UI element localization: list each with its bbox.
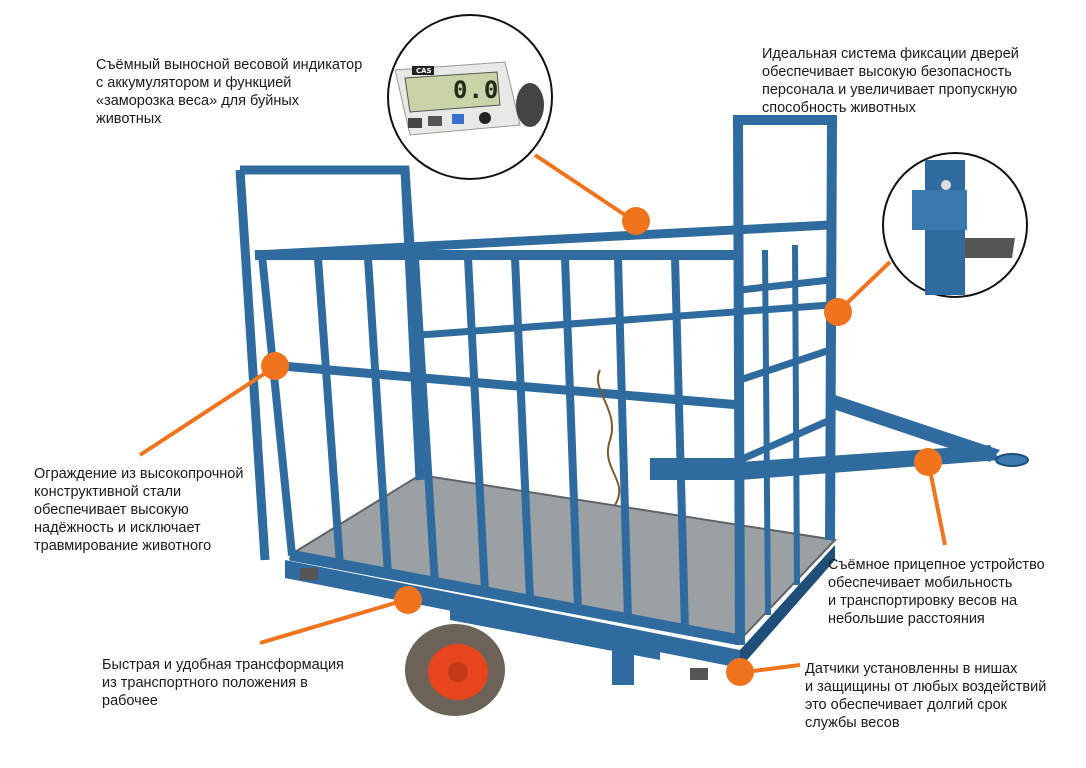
callout-dots <box>261 207 942 686</box>
foot-left <box>300 568 318 580</box>
caption-doors: Идеальная система фиксации дверей обеспе… <box>762 46 1019 116</box>
door-lock-inset <box>882 152 1028 298</box>
caption-fence: Ограждение из высокопрочной конструктивн… <box>34 466 244 554</box>
caption-hitch: Съёмное прицепное устройство обеспечивае… <box>828 557 1045 627</box>
front-bars <box>258 254 689 631</box>
callout-dot-doors <box>824 298 852 326</box>
indicator-cable <box>597 369 621 506</box>
right-gate <box>732 115 838 646</box>
transport-bar <box>450 600 660 660</box>
wheel <box>405 624 505 716</box>
indicator-reading: 0.0 <box>453 76 500 104</box>
back-mid-rail <box>419 301 831 339</box>
callout-dot-fence <box>261 352 289 380</box>
left-gate <box>235 165 425 561</box>
callout-dot-hitch <box>914 448 942 476</box>
callout-lines <box>138 153 947 674</box>
indicator-inset <box>387 14 553 180</box>
callout-dot-sensors <box>726 658 754 686</box>
indicator-brand: CAS <box>416 67 432 75</box>
front-mid-rail <box>269 360 741 410</box>
callout-dot-transform <box>394 586 422 614</box>
caption-transform: Быстрая и удобная трансформация из транс… <box>102 657 344 709</box>
caption-sensors: Датчики установленны в нишах и защищины … <box>805 661 1047 731</box>
transport-leg <box>612 640 634 685</box>
caption-indicator: Съёмный выносной весовой индикатор с акк… <box>96 57 363 127</box>
front-bottom-rail <box>288 549 742 646</box>
foot-right <box>690 668 708 680</box>
platform-side <box>740 545 835 668</box>
callout-dot-indicator <box>622 207 650 235</box>
tow-hitch <box>650 395 1029 480</box>
